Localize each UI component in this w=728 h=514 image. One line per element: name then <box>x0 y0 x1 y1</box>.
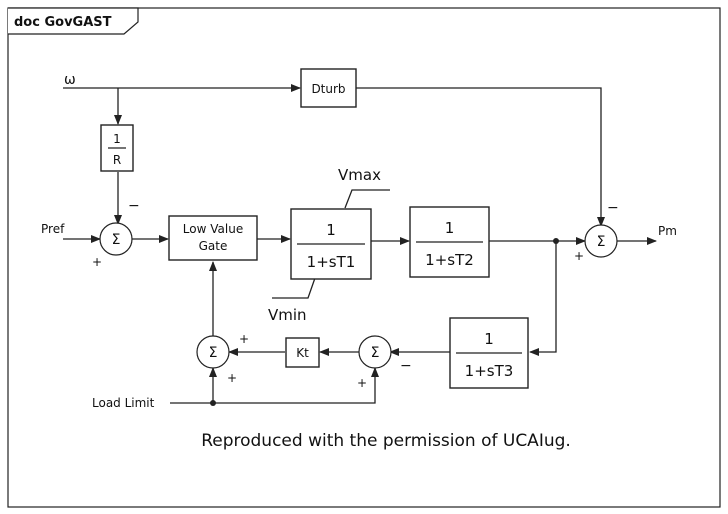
vmin-label: Vmin <box>268 306 307 324</box>
vmax-label: Vmax <box>338 166 381 184</box>
droop-denominator: R <box>113 153 121 167</box>
sum-symbol: Σ <box>371 345 380 361</box>
sum-junction-loadlimit <box>358 335 392 369</box>
dturb-label: Dturb <box>311 82 345 96</box>
junction-dot <box>553 238 559 244</box>
t2-numerator: 1 <box>445 219 455 237</box>
droop-block <box>100 124 134 172</box>
low-value-gate-line2: Gate <box>199 239 228 253</box>
caption: Reproduced with the permission of UCAIug… <box>201 431 571 451</box>
t3-denominator: 1+sT3 <box>465 362 514 380</box>
wire-loadlimit-sum <box>170 367 379 404</box>
sign-plus: + <box>92 255 102 269</box>
sum-symbol: Σ <box>209 345 218 361</box>
sign-plus: + <box>227 371 237 385</box>
frame-title-tab <box>8 7 139 35</box>
wire-dturb-sum <box>356 87 605 227</box>
pm-label: Pm <box>658 224 677 238</box>
load-limit-label: Load Limit <box>92 396 155 410</box>
wire-feedback-t3 <box>529 241 557 356</box>
sign-plus: + <box>239 332 249 346</box>
sign-plus: + <box>574 249 584 263</box>
frame-title: doc GovGAST <box>14 15 112 30</box>
sum-junction-gate <box>196 335 230 369</box>
low-value-gate-line1: Low Value <box>183 222 243 236</box>
sum-symbol: Σ <box>112 232 121 248</box>
t1-denominator: 1+sT1 <box>307 253 356 271</box>
omega-label: ω <box>64 72 76 88</box>
droop-numerator: 1 <box>113 132 121 146</box>
pref-label: Pref <box>41 222 65 236</box>
junction-dot <box>210 400 216 406</box>
sign-minus: − <box>607 200 619 216</box>
sum-junction-input <box>99 222 133 256</box>
vmax-limiter <box>344 189 390 209</box>
low-value-gate-block <box>168 215 258 261</box>
dturb-block <box>300 68 357 108</box>
t3-numerator: 1 <box>484 330 494 348</box>
sign-minus: − <box>128 198 140 214</box>
vmin-limiter <box>272 277 316 299</box>
t2-denominator: 1+sT2 <box>425 251 474 269</box>
sum-junction-output <box>584 224 618 258</box>
kt-block <box>285 337 320 368</box>
kt-label: Kt <box>296 346 309 360</box>
sum-symbol: Σ <box>597 234 606 250</box>
sign-plus: + <box>357 376 367 390</box>
t1-numerator: 1 <box>326 221 336 239</box>
sign-minus: − <box>400 358 412 374</box>
